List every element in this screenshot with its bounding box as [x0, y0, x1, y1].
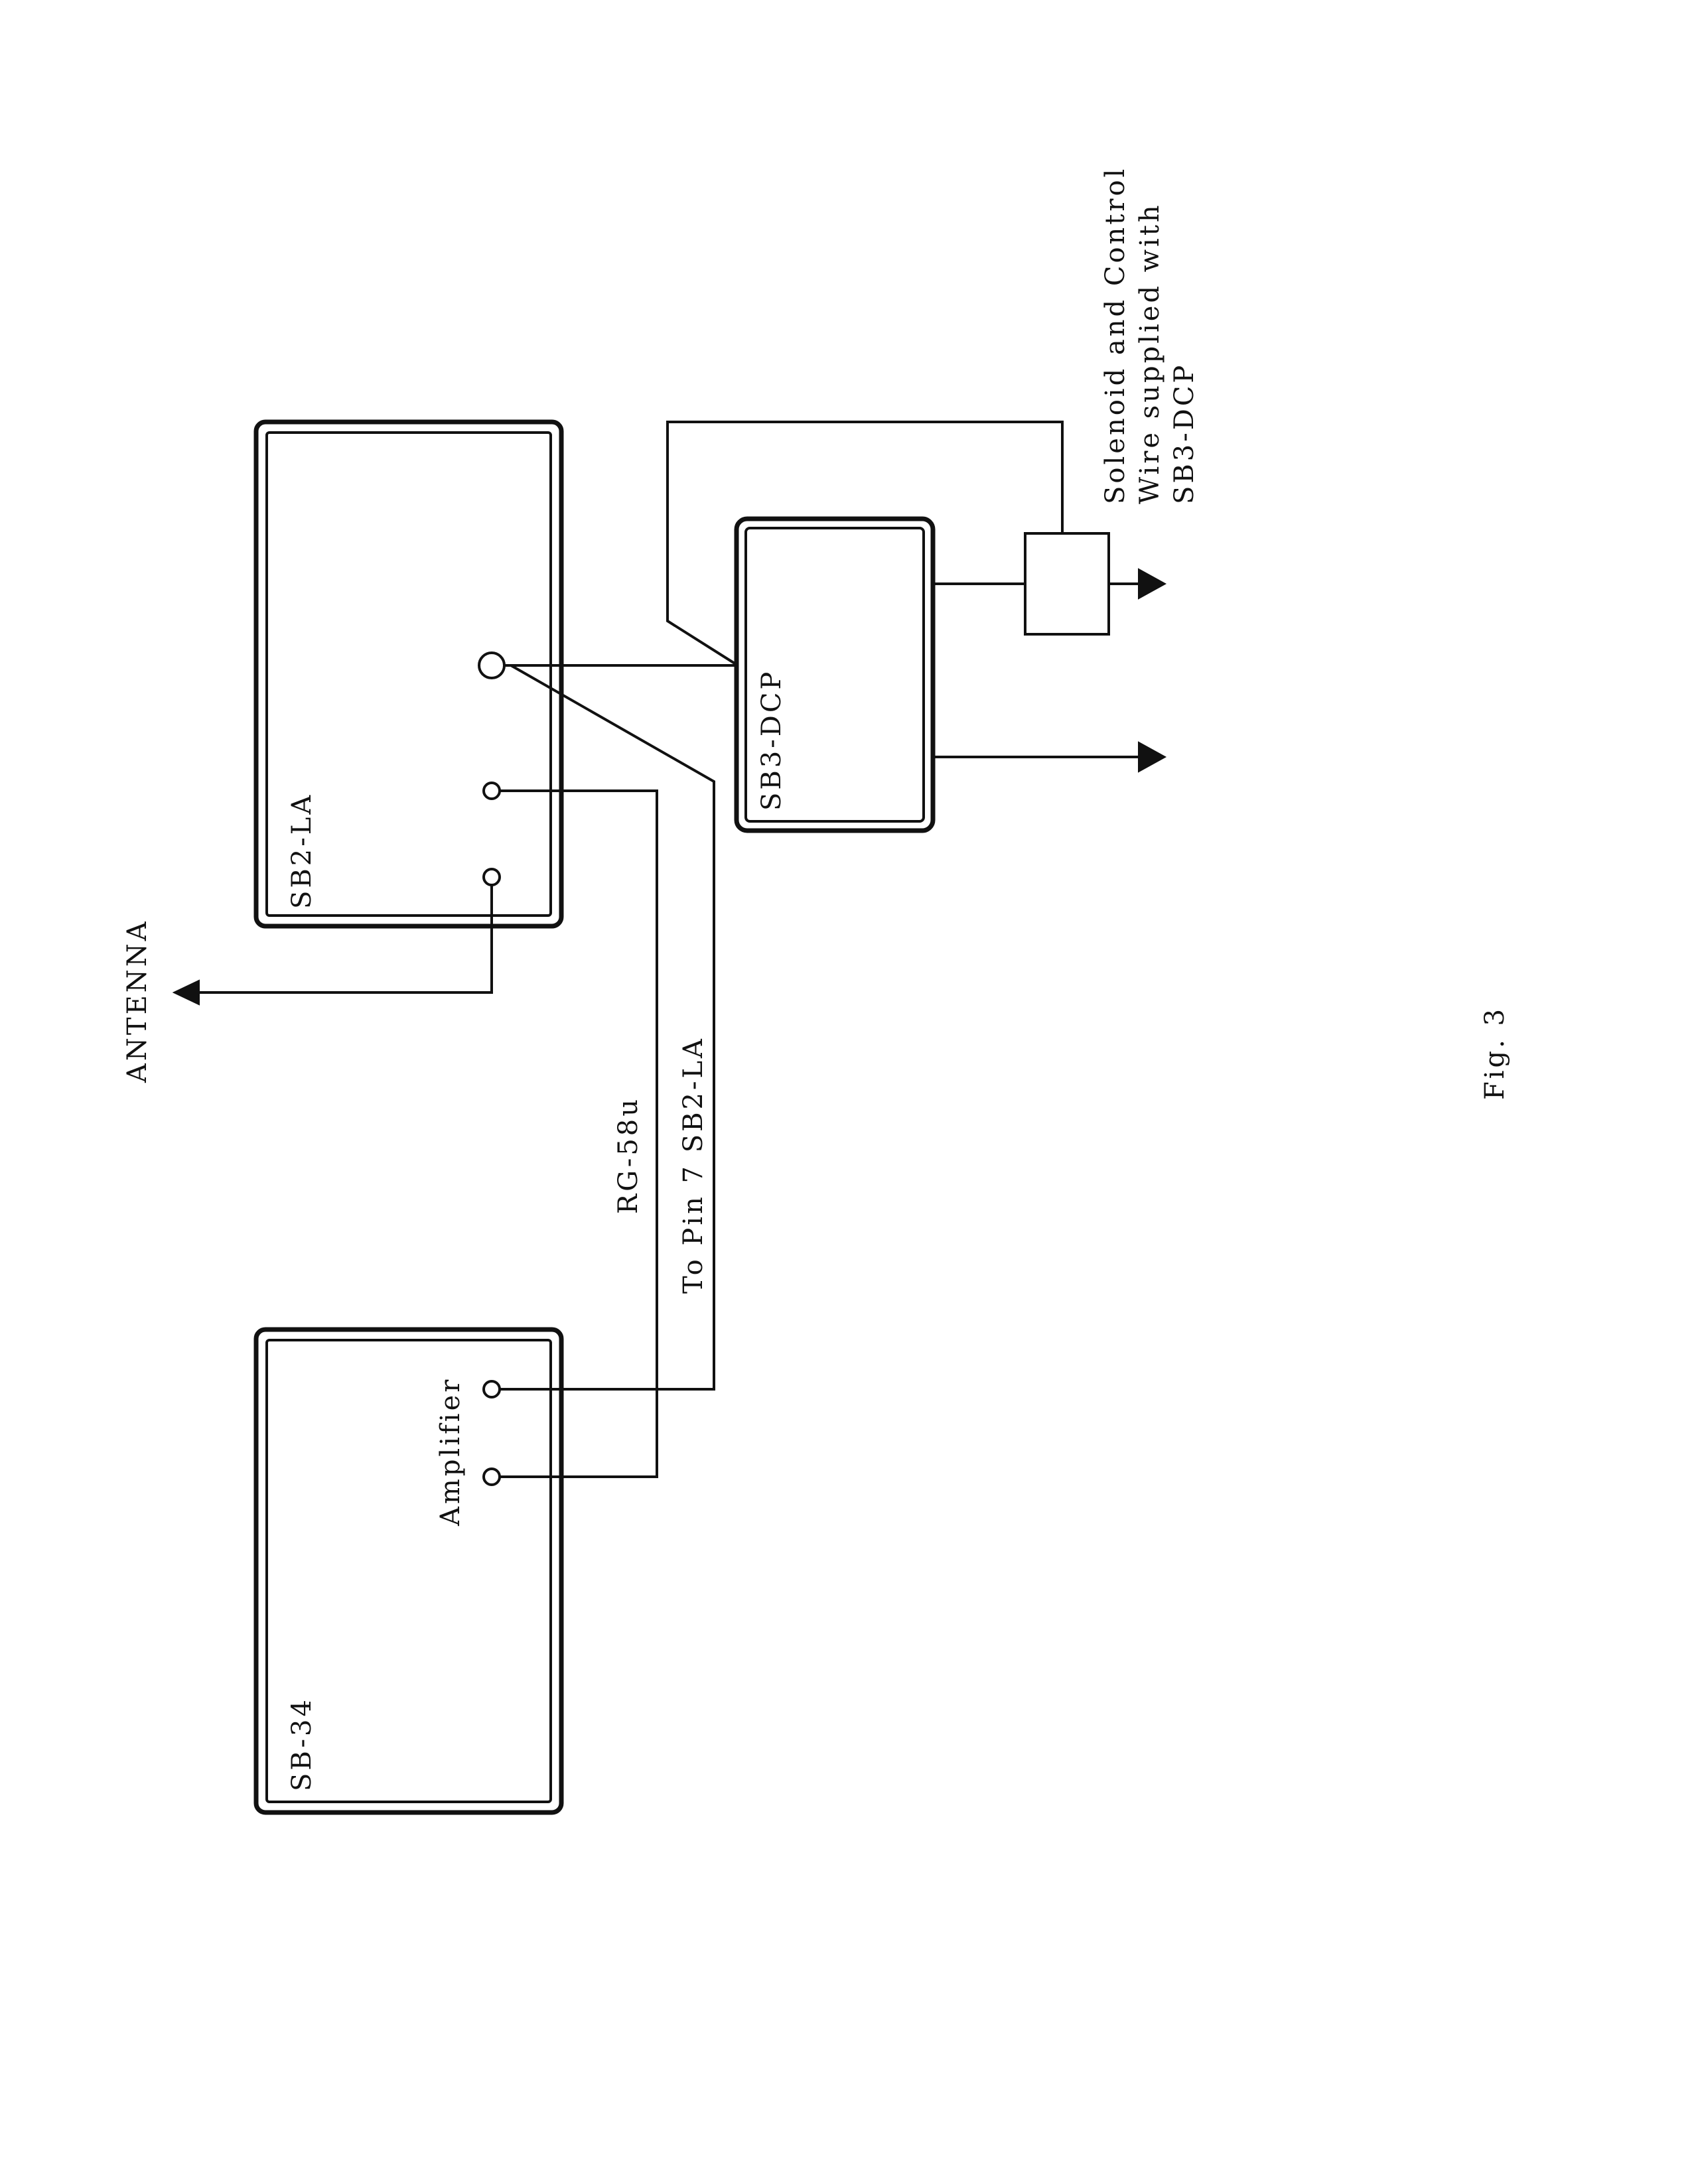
to-pin7-label: To Pin 7 SB2-LA: [678, 1036, 709, 1294]
antenna-arrow-icon: [172, 979, 200, 1006]
wiring: [196, 421, 1139, 1478]
solenoid-note-line1: Solenoid and Control: [1100, 167, 1131, 504]
sb-34-unit: [253, 1327, 564, 1815]
control-wire: [666, 421, 1064, 667]
sb2-la-antenna-terminal: [482, 868, 501, 886]
figure-caption: Fig. 3: [1480, 1006, 1510, 1100]
sb-34-amp-terminal-upper: [482, 1380, 501, 1399]
solenoid-output-arrow-icon: [1138, 568, 1167, 600]
sb-34-label: SB-34: [287, 1697, 317, 1791]
solenoid-box: [1024, 532, 1110, 636]
solenoid-note-line2: Wire supplied with: [1135, 202, 1165, 504]
sb2-la-unit: [253, 419, 564, 929]
sb3dcp-output-arrow-icon: [1138, 741, 1167, 773]
sb-34-amp-terminal-lower: [482, 1467, 501, 1486]
sb3-dcp-label: SB3-DCP: [756, 669, 787, 811]
sb2-la-label: SB2-LA: [287, 793, 317, 909]
solenoid-note-line3: SB3-DCP: [1169, 363, 1200, 504]
sb2-la-terminal-middle: [482, 782, 501, 800]
rg58u-label: RG-58u: [613, 1097, 644, 1214]
antenna-label: ANTENNA: [122, 919, 153, 1083]
antenna-wire: [196, 877, 493, 994]
sb3-dcp-unit: [734, 516, 936, 833]
sb2-la-rf-terminal: [478, 651, 506, 679]
amplifier-label: Amplifier: [435, 1377, 466, 1527]
pin7-wire: [499, 664, 715, 1391]
rg58u-cable: [499, 789, 658, 1478]
